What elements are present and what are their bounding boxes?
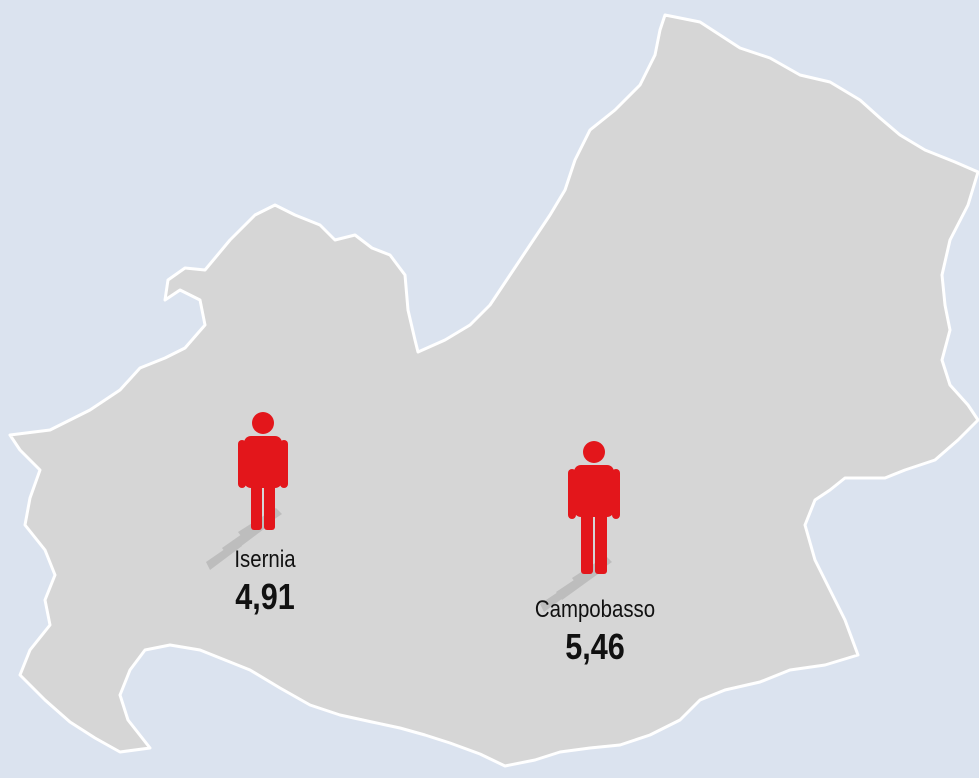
province-label-isernia: Isernia 4,91: [195, 546, 335, 618]
shadow-icon: [540, 556, 612, 612]
region-outline: [8, 13, 979, 768]
person-icon: [238, 412, 288, 530]
province-figure-campobasso: [540, 441, 620, 612]
person-icon: [568, 441, 620, 574]
province-value: 5,46: [565, 626, 625, 667]
province-figure-isernia: [206, 412, 288, 570]
shadow-icon: [206, 508, 282, 570]
province-name: Isernia: [234, 546, 296, 573]
province-name: Campobasso: [534, 596, 656, 623]
province-value: 4,91: [235, 576, 295, 617]
province-label-campobasso: Campobasso 5,46: [510, 596, 680, 668]
